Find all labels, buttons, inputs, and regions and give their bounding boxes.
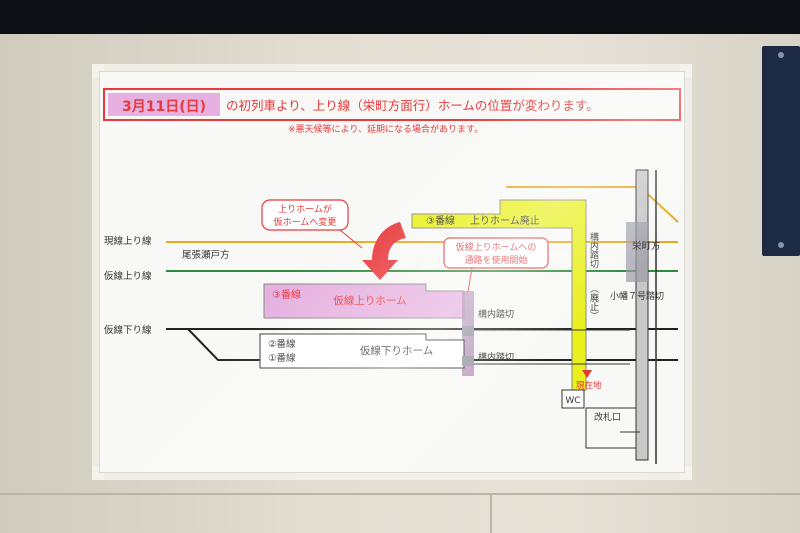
notice-poster: 3月11日(日) の初列車より、上り線（栄町方面行）ホームの位置が変わります。 …	[100, 72, 684, 472]
notice-subnote: ※悪天候等により、延期になる場合があります。	[288, 123, 483, 135]
konai-crossing-1-label: 構内踏切	[478, 308, 514, 320]
konai-abolished-note: （廃止）	[588, 284, 599, 320]
wc-box	[561, 389, 585, 409]
konai-crossing-2	[462, 356, 474, 366]
you-are-here-marker	[582, 370, 592, 378]
track1-label: ①番線	[268, 352, 296, 364]
temp-down-platform-label: 仮線下りホーム	[360, 344, 433, 357]
abolished-platform	[411, 199, 587, 391]
obata-crossing-label: 小幡７号踏切	[610, 290, 664, 302]
callout-passage-line1: 仮線上りホームへの	[456, 241, 537, 253]
callout-moved	[261, 199, 349, 231]
konai-crossing-2-label: 構内踏切	[478, 351, 514, 363]
screw	[778, 52, 784, 58]
ceiling-dark	[0, 0, 800, 34]
sakae-direction-label: 栄町方	[632, 240, 661, 252]
callout-moved-pointer	[339, 229, 363, 249]
temp-down-siding	[187, 328, 678, 361]
header-frame	[103, 88, 681, 121]
temp-up-label: 仮線上り線	[104, 270, 152, 282]
owari-direction-label: 尾張瀬戸方	[182, 249, 230, 261]
callout-passage-pointer	[467, 267, 473, 293]
temp-down-label: 仮線下り線	[104, 324, 152, 336]
notice-date: 3月11日(日)	[122, 99, 206, 115]
temp-up-platform-label: 仮線上りホーム	[333, 294, 406, 307]
konai-abolished-label: 構内踏切 （廃止）	[588, 231, 599, 320]
callout-moved-line2: 仮ホームへ変更	[274, 216, 337, 228]
temp-up-track-label: ③番線	[272, 288, 301, 301]
screw	[778, 242, 784, 248]
ticket-gate-label: 改札口	[594, 411, 621, 423]
you-are-here-label: 現在地	[576, 380, 602, 391]
obata-crossing-mark	[626, 222, 648, 282]
cross-road	[635, 169, 649, 461]
abolished-platform-label: 上りホーム廃止	[470, 214, 540, 227]
callout-passage-line2: 通路を使用開始	[464, 254, 527, 266]
ticket-gate-area	[585, 407, 637, 449]
wc-label: WC	[565, 396, 580, 406]
date-badge	[108, 93, 220, 116]
wall-seam	[0, 493, 800, 495]
wall-panel	[762, 46, 800, 256]
konai-abolished-name: 構内踏切	[588, 231, 599, 269]
callout-moved-line1: 上りホームが	[278, 203, 332, 215]
konai-crossing-1	[462, 326, 474, 336]
abolished-track-label: ③番線	[426, 214, 455, 227]
current-up-label: 現線上り線	[104, 235, 152, 247]
track2-label: ②番線	[268, 338, 296, 350]
callout-passage	[443, 237, 549, 269]
wall-vertical-seam	[490, 495, 492, 533]
temp-down-platform	[259, 333, 465, 369]
move-arrow-icon	[362, 222, 406, 280]
track-diagram: 3月11日(日) の初列車より、上り線（栄町方面行）ホームの位置が変わります。 …	[103, 88, 681, 464]
notice-headline: の初列車より、上り線（栄町方面行）ホームの位置が変わります。	[226, 98, 599, 113]
